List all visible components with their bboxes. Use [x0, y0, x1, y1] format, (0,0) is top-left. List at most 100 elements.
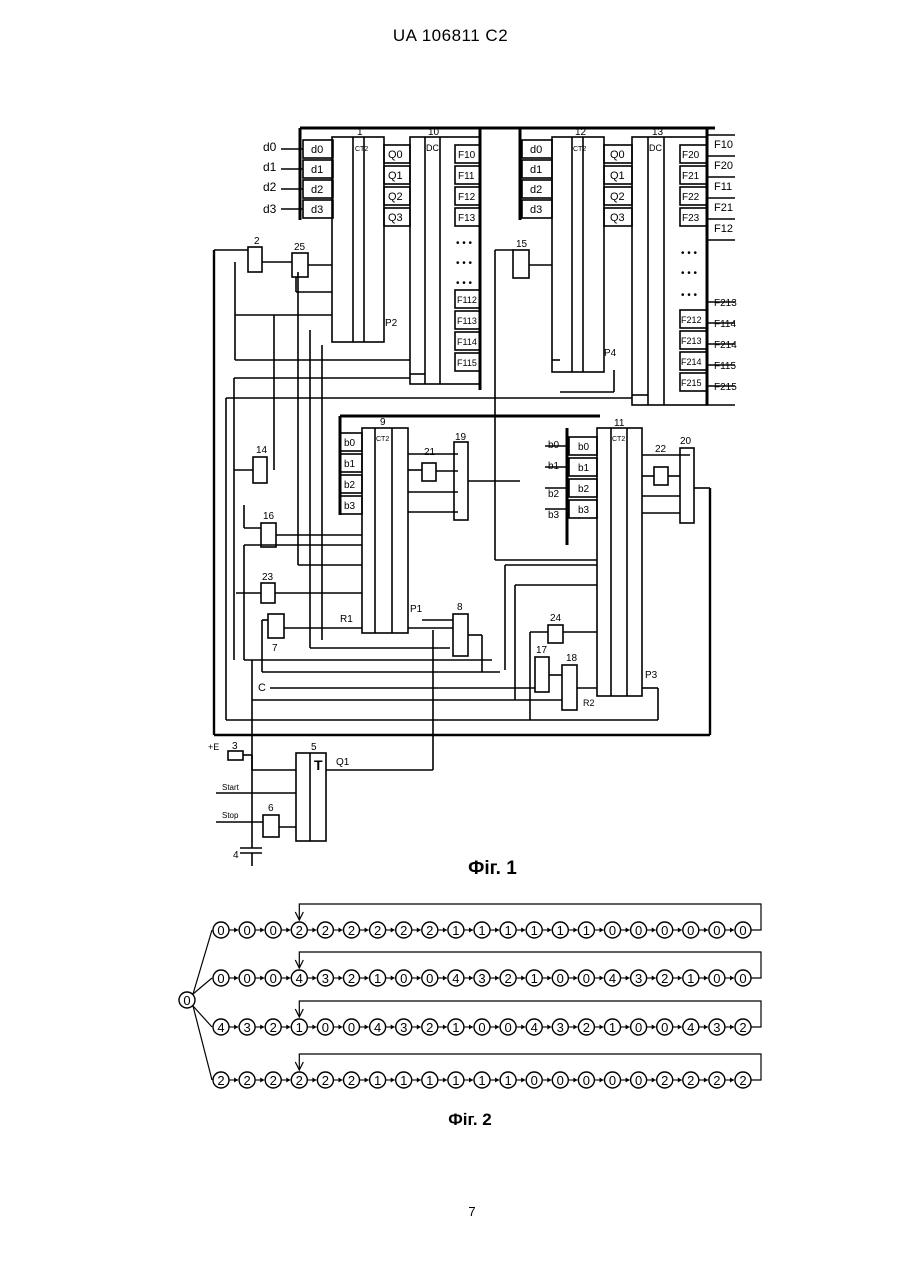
arrow-head: [234, 976, 238, 981]
state-value: 4: [296, 971, 303, 986]
arrow-head: [365, 976, 369, 981]
state-value: 1: [531, 971, 538, 986]
arrow-head: [678, 1025, 682, 1030]
page-number: 7: [0, 1204, 901, 1219]
state-value: 0: [635, 923, 642, 938]
arrow-head: [286, 1025, 290, 1030]
state-value: 2: [739, 1073, 746, 1088]
arrow-head: [704, 928, 708, 933]
arrow-head: [339, 928, 343, 933]
arrow-head: [547, 1078, 551, 1083]
state-value: 0: [400, 971, 407, 986]
arrow-head: [312, 1025, 316, 1030]
arrow-head: [260, 1078, 264, 1083]
state-value: 1: [531, 923, 538, 938]
arrow-head: [626, 1078, 630, 1083]
state-value: 1: [687, 971, 694, 986]
state-value: 0: [504, 1020, 511, 1035]
arrow-head: [730, 976, 734, 981]
arrow-head: [547, 928, 551, 933]
state-value: 0: [426, 971, 433, 986]
state-value: 3: [713, 1020, 720, 1035]
arrow-head: [704, 1025, 708, 1030]
state-value: 3: [322, 971, 329, 986]
state-value: 1: [478, 1073, 485, 1088]
arrow-head: [391, 1078, 395, 1083]
arrow-head: [286, 976, 290, 981]
state-value: 1: [557, 923, 564, 938]
state-value: 0: [687, 923, 694, 938]
arrow-head: [443, 976, 447, 981]
arrow-head: [704, 976, 708, 981]
arrow-head: [339, 1078, 343, 1083]
transition-arrow: [193, 930, 212, 994]
arrow-head: [365, 928, 369, 933]
state-value: 0: [583, 1073, 590, 1088]
state-value: 0: [713, 971, 720, 986]
state-value: 0: [348, 1020, 355, 1035]
arrow-head: [469, 1025, 473, 1030]
arrow-head: [521, 1078, 525, 1083]
arrow-head: [286, 1078, 290, 1083]
arrow-head: [600, 1078, 604, 1083]
arrow-head: [521, 976, 525, 981]
state-value: 0: [270, 971, 277, 986]
state-value: 1: [296, 1020, 303, 1035]
state-value: 2: [713, 1073, 720, 1088]
arrow-head: [652, 928, 656, 933]
state-value: 0: [583, 971, 590, 986]
arrow-head: [417, 928, 421, 933]
arrow-head: [365, 1078, 369, 1083]
arrow-head: [573, 976, 577, 981]
arrow-head: [391, 976, 395, 981]
arrow-head: [339, 976, 343, 981]
state-value: 0: [557, 971, 564, 986]
state-value: 2: [374, 923, 381, 938]
state-value: 1: [452, 1020, 459, 1035]
arrow-head: [469, 976, 473, 981]
arrow-head: [417, 976, 421, 981]
arrow-head: [547, 1025, 551, 1030]
state-value: 2: [400, 923, 407, 938]
arrow-head: [600, 928, 604, 933]
arrow-head: [443, 928, 447, 933]
state-value: 2: [322, 1073, 329, 1088]
state-value: 4: [609, 971, 616, 986]
arrow-head: [495, 976, 499, 981]
arrow-head: [391, 1025, 395, 1030]
arrow-head: [443, 1078, 447, 1083]
state-value: 2: [687, 1073, 694, 1088]
arrow-head: [547, 976, 551, 981]
arrow-head: [234, 928, 238, 933]
arrow-head: [286, 928, 290, 933]
arrow-head: [312, 976, 316, 981]
arrow-head: [365, 1025, 369, 1030]
arrow-head: [312, 928, 316, 933]
state-value: 0: [739, 971, 746, 986]
state-value: 0: [635, 1073, 642, 1088]
state-value: 1: [400, 1073, 407, 1088]
arrow-head: [469, 1078, 473, 1083]
state-value: 1: [374, 971, 381, 986]
arrow-head: [573, 928, 577, 933]
arrow-head: [234, 1078, 238, 1083]
state-value: 2: [270, 1073, 277, 1088]
state-value: 1: [478, 923, 485, 938]
arrow-head: [417, 1025, 421, 1030]
arrow-head: [704, 1078, 708, 1083]
state-value: 2: [322, 923, 329, 938]
state-value: 2: [426, 923, 433, 938]
state-value: 3: [557, 1020, 564, 1035]
arrow-head: [495, 928, 499, 933]
state-value: 2: [270, 1020, 277, 1035]
state-value: 1: [504, 1073, 511, 1088]
state-value: 2: [296, 1073, 303, 1088]
state-value: 0: [531, 1073, 538, 1088]
arrow-head: [600, 1025, 604, 1030]
state-value: 1: [609, 1020, 616, 1035]
state-value: 0: [661, 1020, 668, 1035]
state-value: 0: [609, 923, 616, 938]
arrow-head: [626, 1025, 630, 1030]
state-value: 2: [661, 1073, 668, 1088]
state-value: 0: [635, 1020, 642, 1035]
